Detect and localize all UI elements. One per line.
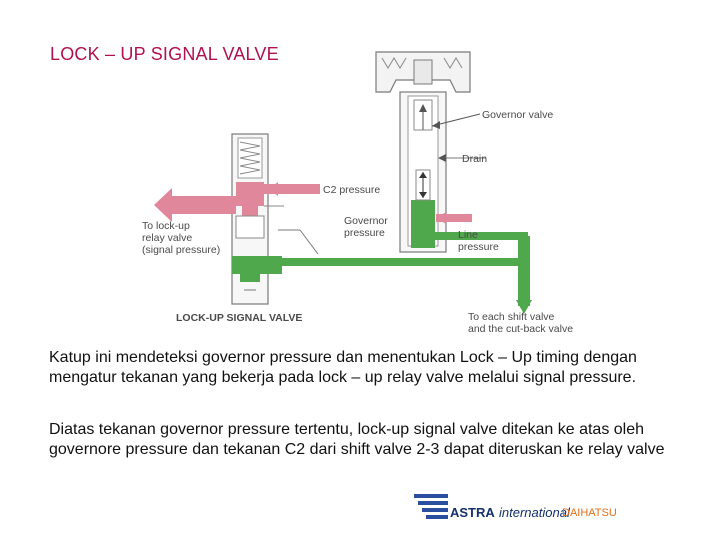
label-to-lockup-2: relay valve bbox=[142, 232, 192, 244]
governor-pressure-line bbox=[278, 229, 532, 314]
astra-logo: ASTRA international DAIHATSU bbox=[412, 490, 712, 530]
label-to-shift-1: To each shift valve bbox=[468, 311, 555, 323]
logo-astra-text: ASTRA bbox=[450, 505, 495, 520]
diagram-caption: LOCK-UP SIGNAL VALVE bbox=[176, 312, 302, 324]
description-paragraph-2: Diatas tekanan governor pressure tertent… bbox=[49, 421, 665, 458]
astra-stripes-logo-icon bbox=[414, 494, 448, 519]
signal-valve-assembly bbox=[154, 133, 320, 305]
label-to-lockup-3: (signal pressure) bbox=[142, 244, 220, 256]
label-governor-pressure-1: Governor bbox=[344, 215, 388, 227]
label-governor-pressure-2: pressure bbox=[344, 227, 385, 239]
governor-valve-assembly bbox=[375, 51, 486, 253]
label-drain: Drain bbox=[462, 153, 487, 165]
logo-international-text: international bbox=[499, 505, 570, 520]
label-to-lockup-1: To lock-up bbox=[142, 220, 190, 232]
logo-daihatsu-text: DAIHATSU bbox=[562, 507, 617, 519]
description-paragraph-1: Katup ini mendeteksi governor pressure d… bbox=[49, 349, 637, 386]
label-line-pressure-2: pressure bbox=[458, 241, 499, 253]
label-c2-pressure: C2 pressure bbox=[323, 184, 380, 196]
slide-title: LOCK – UP SIGNAL VALVE bbox=[50, 44, 279, 64]
label-to-shift-2: and the cut-back valve bbox=[468, 323, 573, 335]
label-governor-valve: Governor valve bbox=[482, 109, 553, 121]
lockup-signal-valve-diagram: Governor valve Drain C2 pressure Governo… bbox=[142, 51, 573, 335]
label-line-pressure-1: Line bbox=[458, 229, 478, 241]
